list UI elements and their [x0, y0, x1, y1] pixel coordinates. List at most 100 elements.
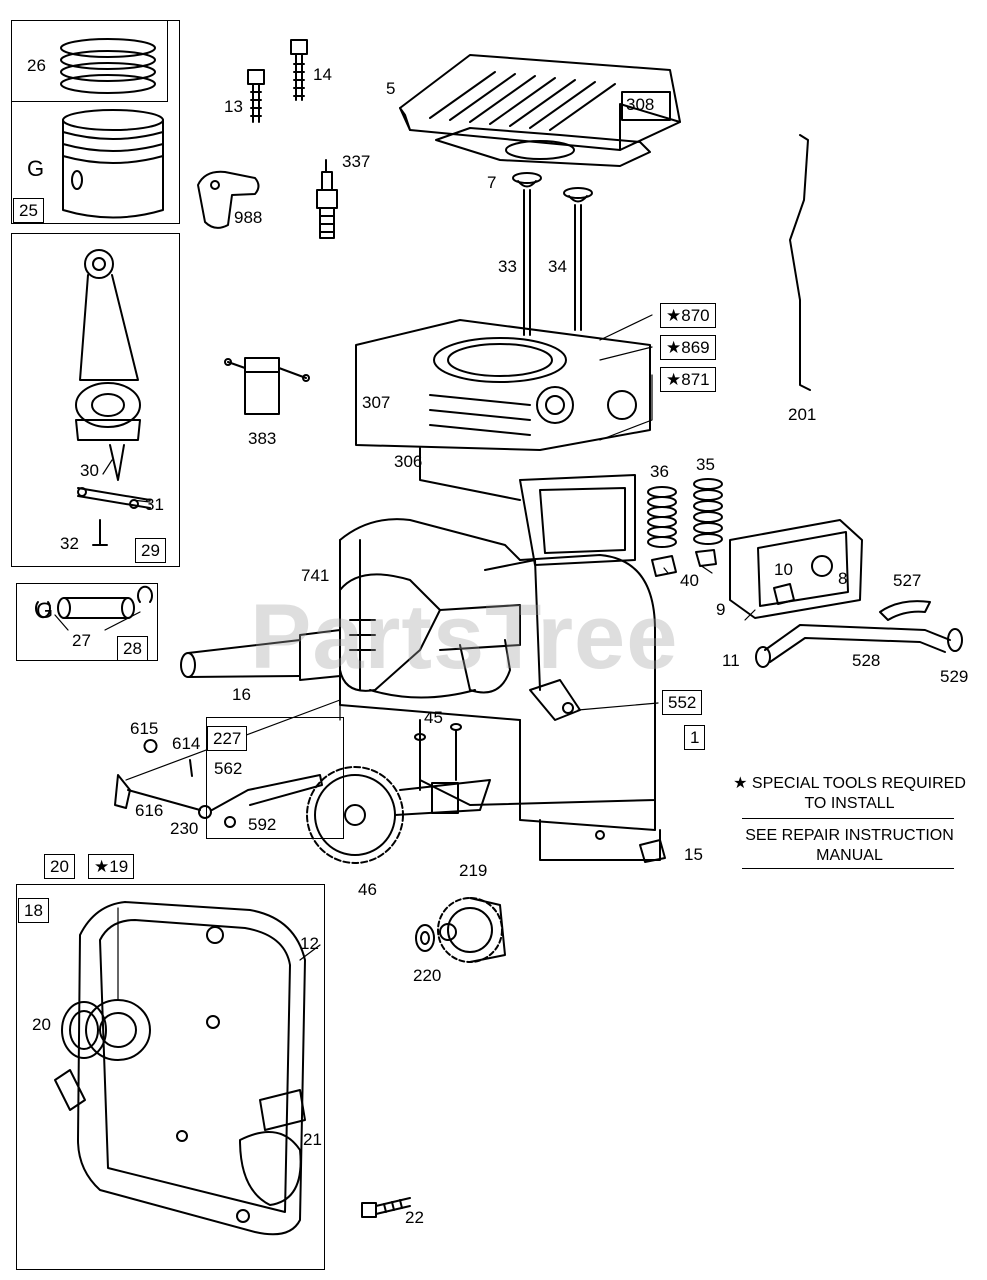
governor-link-drawing — [789, 134, 811, 391]
callout-30: 30 — [80, 461, 99, 480]
callout-227: 227 — [207, 726, 248, 751]
governor-gear-drawing — [437, 897, 506, 963]
callout-337: 337 — [342, 152, 371, 171]
valve-33-drawing — [512, 172, 542, 336]
connecting-rod-frame — [11, 233, 180, 567]
callout-20-box: 20 — [44, 854, 75, 879]
callout-46: 46 — [358, 880, 377, 899]
callout-12: 12 — [300, 934, 319, 953]
callout-201: 201 — [788, 405, 817, 424]
callout-220: 220 — [413, 966, 442, 985]
callout-219: 219 — [459, 861, 488, 880]
callout-27: 27 — [72, 631, 91, 650]
callout-7: 7 — [487, 173, 497, 192]
callout-19: ★19 — [88, 854, 135, 879]
clamp-527-drawing — [879, 600, 931, 621]
callout-33: 33 — [498, 257, 517, 276]
bolt-14-drawing — [290, 39, 308, 101]
callout-1: 1 — [684, 725, 706, 750]
governor-group-frame — [206, 717, 344, 839]
callout-592: 592 — [248, 815, 277, 834]
repair-line1: SEE REPAIR INSTRUCTION — [745, 827, 954, 844]
piston-drawing — [62, 109, 164, 219]
callout-34: 34 — [548, 257, 567, 276]
callout-28: 28 — [117, 636, 148, 661]
callout-20-seal: 20 — [32, 1015, 51, 1034]
callout-40: 40 — [680, 571, 699, 590]
callout-529: 529 — [940, 667, 969, 686]
callout-18: 18 — [18, 898, 49, 923]
governor-linkage-drawing — [114, 739, 323, 828]
callout-528: 528 — [852, 651, 881, 670]
head-gasket-drawing — [435, 127, 651, 167]
piston-group-frame-lower — [11, 20, 180, 224]
callout-36: 36 — [650, 462, 669, 481]
callout-11: 11 — [722, 651, 740, 670]
callout-616: 616 — [135, 801, 164, 820]
callout-307: 307 — [362, 393, 391, 412]
retainers-40-drawing — [651, 549, 717, 577]
callout-527: 527 — [893, 571, 922, 590]
special-tools-note: ★ SPECIAL TOOLS REQUIRED TO INSTALL — [722, 774, 977, 814]
callout-25: 25 — [13, 198, 44, 223]
washer-220-drawing — [415, 924, 435, 952]
callout-16: 16 — [232, 685, 251, 704]
note-divider-bottom — [742, 868, 954, 869]
callout-741: 741 — [301, 566, 330, 585]
callout-10: 10 — [774, 560, 793, 579]
callout-552: 552 — [662, 690, 703, 715]
callout-g-retainer: G — [27, 156, 45, 181]
bolt-13-drawing — [247, 69, 265, 123]
special-tools-line1: ★ SPECIAL TOOLS REQUIRED — [733, 775, 966, 792]
breather-tube-drawing — [755, 624, 963, 668]
callout-5: 5 — [386, 79, 396, 98]
valve-34-drawing — [563, 187, 593, 331]
callout-614: 614 — [172, 734, 201, 753]
valve-spring-36-drawing — [647, 486, 677, 548]
callout-869: ★869 — [660, 335, 716, 360]
callout-562: 562 — [214, 759, 243, 778]
oil-plug-drawing — [639, 839, 666, 863]
callout-306: 306 — [394, 452, 423, 471]
tool-383-drawing — [224, 357, 310, 415]
callout-383: 383 — [248, 429, 277, 448]
crankshaft-drawing — [180, 573, 521, 694]
callout-31: 31 — [145, 495, 164, 514]
callout-870: ★870 — [660, 303, 716, 328]
spark-plug-drawing — [316, 159, 338, 239]
note-divider — [742, 818, 954, 819]
plug-cap-988-drawing — [197, 170, 260, 229]
callout-g-pin: G — [36, 598, 54, 623]
callout-22: 22 — [405, 1208, 424, 1227]
bolt-22-drawing — [361, 1197, 411, 1218]
crankcase-cover-frame — [16, 884, 325, 1270]
callout-615: 615 — [130, 719, 159, 738]
callout-26: 26 — [27, 56, 46, 75]
wrist-pin-frame — [16, 583, 158, 661]
callout-13: 13 — [224, 97, 243, 116]
callout-45: 45 — [424, 708, 443, 727]
callout-8: 8 — [838, 569, 848, 588]
cylinder-head-drawing — [399, 54, 681, 151]
callout-9: 9 — [716, 600, 726, 619]
watermark: PartsTree — [250, 586, 679, 688]
callout-32: 32 — [60, 534, 79, 553]
breather-drawing — [729, 519, 863, 619]
callout-15: 15 — [684, 845, 703, 864]
callout-871: ★871 — [660, 367, 716, 392]
callout-14: 14 — [313, 65, 332, 84]
repair-line2: MANUAL — [816, 847, 883, 864]
cam-gear-drawing — [306, 723, 491, 864]
callout-230: 230 — [170, 819, 199, 838]
repair-manual-note: SEE REPAIR INSTRUCTION MANUAL — [722, 826, 977, 866]
callout-21: 21 — [303, 1130, 322, 1149]
leader-lines — [54, 314, 756, 1001]
callout-988: 988 — [234, 208, 263, 227]
piston-rings-drawing — [60, 38, 156, 94]
callout-308: 308 — [626, 95, 655, 114]
valve-spring-35-drawing — [693, 478, 723, 545]
special-tools-line2: TO INSTALL — [804, 795, 895, 812]
oil-seal-20-drawing — [61, 1001, 107, 1059]
callout-35: 35 — [696, 455, 715, 474]
